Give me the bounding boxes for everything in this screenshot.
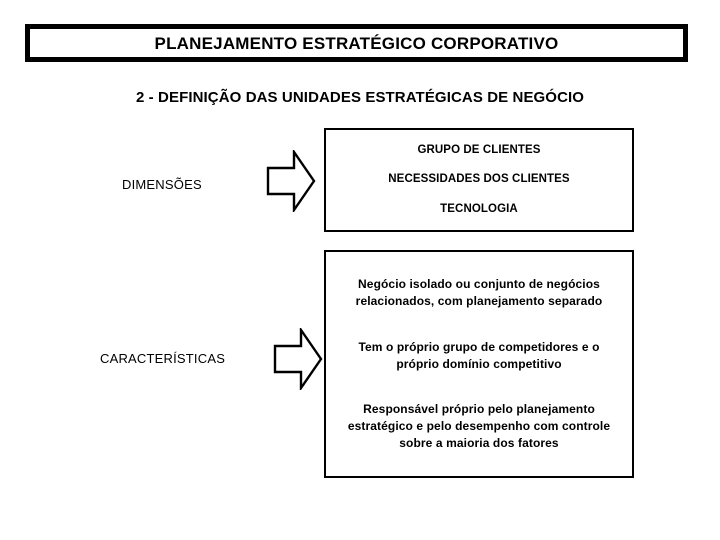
content-line: GRUPO DE CLIENTES bbox=[417, 143, 541, 156]
content-line: TECNOLOGIA bbox=[440, 202, 518, 215]
right-block-arrow-icon bbox=[273, 328, 323, 390]
content-line: Negócio isolado ou conjunto de negócios … bbox=[355, 277, 603, 309]
content-line: Responsável próprio pelo planejamento es… bbox=[347, 402, 611, 450]
content-box-dimensoes: GRUPO DE CLIENTES NECESSIDADES DOS CLIEN… bbox=[324, 128, 634, 232]
content-line: Tem o próprio grupo de competidores e o … bbox=[358, 339, 600, 371]
slide-title-box: PLANEJAMENTO ESTRATÉGICO CORPORATIVO bbox=[25, 24, 688, 62]
content-box-caracteristicas: Negócio isolado ou conjunto de negócios … bbox=[324, 250, 634, 478]
slide-title: PLANEJAMENTO ESTRATÉGICO CORPORATIVO bbox=[154, 33, 559, 53]
slide-subtitle: 2 - DEFINIÇÃO DAS UNIDADES ESTRATÉGICAS … bbox=[135, 89, 585, 106]
section-label-caracteristicas: CARACTERÍSTICAS bbox=[100, 351, 226, 366]
section-label-dimensoes: DIMENSÕES bbox=[122, 177, 202, 192]
content-line: NECESSIDADES DOS CLIENTES bbox=[388, 173, 570, 186]
right-block-arrow-icon bbox=[266, 150, 316, 212]
